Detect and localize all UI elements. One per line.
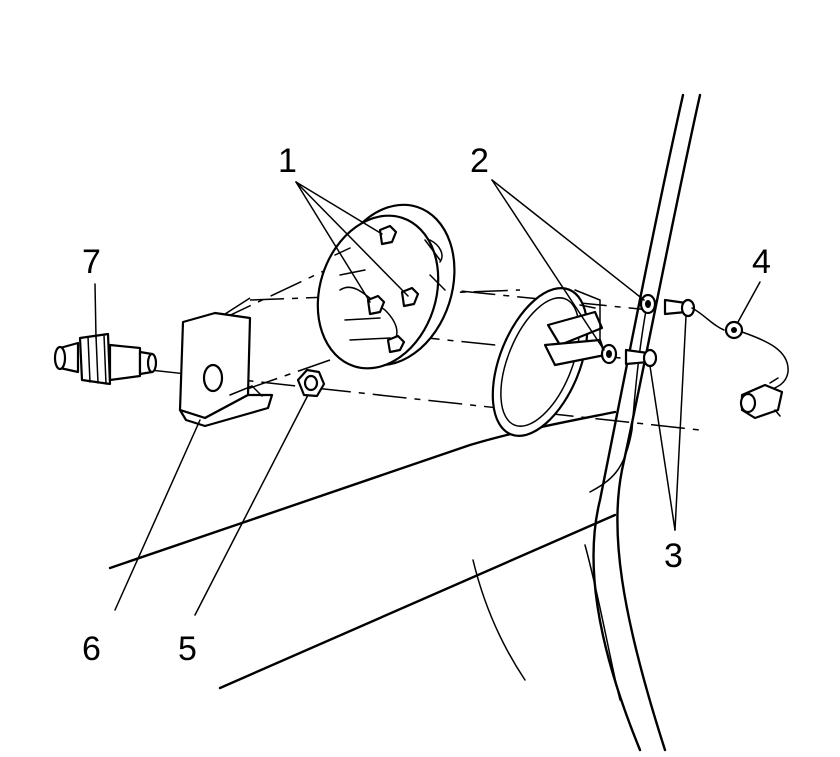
- callout-6: 6: [82, 630, 101, 668]
- leader-lines: [94, 179, 761, 616]
- callout-5: 5: [178, 630, 197, 668]
- callout-2: 2: [470, 142, 489, 180]
- callout-3: 3: [664, 537, 683, 575]
- part-6-bracket: [178, 311, 274, 428]
- callout-7: 7: [82, 243, 101, 281]
- callout-labels: 1 2 3 4 5 6 7: [82, 142, 771, 668]
- part-5-nut: [296, 368, 326, 398]
- callout-4: 4: [752, 243, 771, 281]
- part-4-cable-grommet: [691, 307, 789, 420]
- fuel-door-housing: [316, 203, 456, 370]
- part-7-sensor: [53, 332, 158, 386]
- body-panel: [108, 93, 702, 752]
- callout-1: 1: [278, 142, 297, 180]
- part-2-washers: [600, 293, 657, 365]
- fuel-door: [491, 287, 607, 437]
- part-3-screws: [624, 298, 696, 368]
